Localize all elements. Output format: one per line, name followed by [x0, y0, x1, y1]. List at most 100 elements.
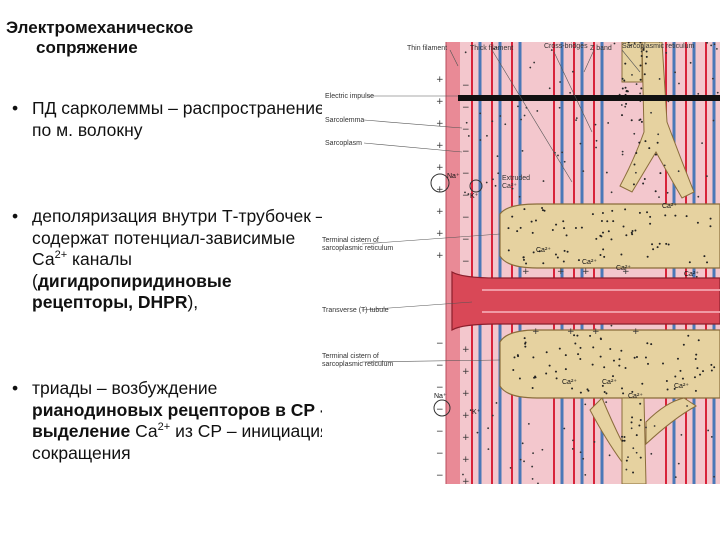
superscript-2plus: 2+: [158, 421, 171, 433]
ion-dot: [614, 43, 616, 45]
calcium-dot: [695, 354, 697, 356]
ion-dot: [706, 175, 708, 177]
ion-dot: [486, 182, 488, 184]
plus-sign: +: [567, 327, 575, 337]
ion-dot: [667, 192, 669, 194]
calcium-dot: [642, 182, 644, 184]
calcium-dot: [706, 261, 708, 263]
calcium-dot: [507, 227, 509, 229]
label-terminal-cistern-1b: sarcoplasmic reticulum: [322, 245, 393, 252]
calcium-dot: [562, 220, 564, 222]
ion-dot: [627, 456, 629, 458]
ion-dot: [477, 432, 479, 434]
ion-dot: [522, 442, 524, 444]
calcium-dot: [640, 64, 642, 66]
calcium-dot: [646, 50, 648, 52]
calcium-dot: [602, 232, 604, 234]
ion-dot: [650, 112, 652, 114]
ion-dot: [650, 453, 652, 455]
calcium-dot: [577, 353, 579, 355]
title-line-2: сопряжение: [6, 38, 296, 58]
calcium-dot: [511, 216, 513, 218]
label-na: Na⁺: [447, 173, 460, 180]
calcium-dot: [599, 254, 601, 256]
bullet-1-text: ПД сарколеммы – распространение по м. во…: [32, 98, 332, 141]
calcium-dot: [523, 259, 525, 261]
ion-dot: [584, 403, 586, 405]
calcium-dot: [711, 370, 713, 372]
calcium-dot: [595, 238, 597, 240]
ion-dot: [607, 122, 609, 124]
plus-sign: +: [462, 367, 470, 377]
calcium-dot: [641, 55, 643, 57]
ion-dot: [520, 459, 522, 461]
calcium-dot: [644, 73, 646, 75]
ion-dot: [717, 92, 719, 94]
ion-dot: [710, 45, 712, 47]
ion-dot: [697, 93, 699, 95]
ion-dot: [659, 78, 661, 80]
ion-dot: [510, 467, 512, 469]
calcium-dot: [631, 421, 633, 423]
ion-dot: [462, 474, 464, 476]
calcium-dot: [665, 243, 667, 245]
calcium-dot: [571, 387, 573, 389]
ion-dot: [529, 67, 531, 69]
calcium-dot: [612, 220, 614, 222]
calcium-dot: [646, 342, 648, 344]
plus-sign: +: [436, 185, 444, 195]
label-terminal-cistern-1a: Terminal cistern of: [322, 237, 379, 244]
ion-dot: [569, 92, 571, 94]
calcium-dot: [618, 365, 620, 367]
calcium-dot: [636, 356, 638, 358]
calcium-dot: [633, 183, 635, 185]
calcium-dot: [657, 142, 659, 144]
calcium-dot: [677, 358, 679, 360]
bullet-3-part-2: Са: [130, 421, 157, 441]
plus-sign: +: [462, 389, 470, 399]
label-terminal-cistern-2a: Terminal cistern of: [322, 353, 379, 360]
calcium-dot: [610, 238, 612, 240]
label-ca: Ca²⁺: [662, 203, 677, 210]
calcium-dot: [552, 229, 554, 231]
calcium-dot: [645, 63, 647, 65]
calcium-dot: [542, 262, 544, 264]
ion-dot: [631, 74, 633, 76]
calcium-dot: [639, 403, 641, 405]
label-ca: Ca²⁺: [628, 393, 643, 400]
calcium-dot: [532, 356, 534, 358]
plus-sign: +: [632, 327, 640, 337]
calcium-dot: [622, 87, 624, 89]
superscript-2plus: 2+: [55, 249, 68, 261]
ion-dot: [645, 427, 647, 429]
minus-sign: −: [462, 257, 470, 267]
plus-sign: +: [462, 477, 470, 484]
calcium-dot: [631, 119, 633, 121]
ion-dot: [559, 81, 561, 83]
minus-sign: −: [436, 449, 444, 459]
ion-dot: [712, 78, 714, 80]
calcium-dot: [651, 243, 653, 245]
calcium-dot: [608, 230, 610, 232]
ion-dot: [606, 172, 608, 174]
calcium-dot: [664, 214, 666, 216]
ion-dot: [632, 447, 634, 449]
label-cross-bridges: Cross-bridges: [544, 43, 588, 50]
plus-sign: +: [436, 119, 444, 129]
calcium-dot: [605, 392, 607, 394]
ion-dot: [572, 71, 574, 73]
calcium-dot: [576, 335, 578, 337]
calcium-dot: [622, 78, 624, 80]
ion-dot: [678, 463, 680, 465]
label-na-2: Na⁺: [434, 393, 447, 400]
calcium-dot: [639, 212, 641, 214]
ion-dot: [563, 428, 565, 430]
calcium-dot: [600, 356, 602, 358]
ion-dot: [611, 191, 613, 193]
label-ca: Ca²⁺: [582, 259, 597, 266]
plus-sign: +: [436, 163, 444, 173]
ion-dot: [654, 425, 656, 427]
calcium-dot: [710, 364, 712, 366]
bullet-dot: •: [12, 206, 18, 228]
ion-dot: [524, 115, 526, 117]
